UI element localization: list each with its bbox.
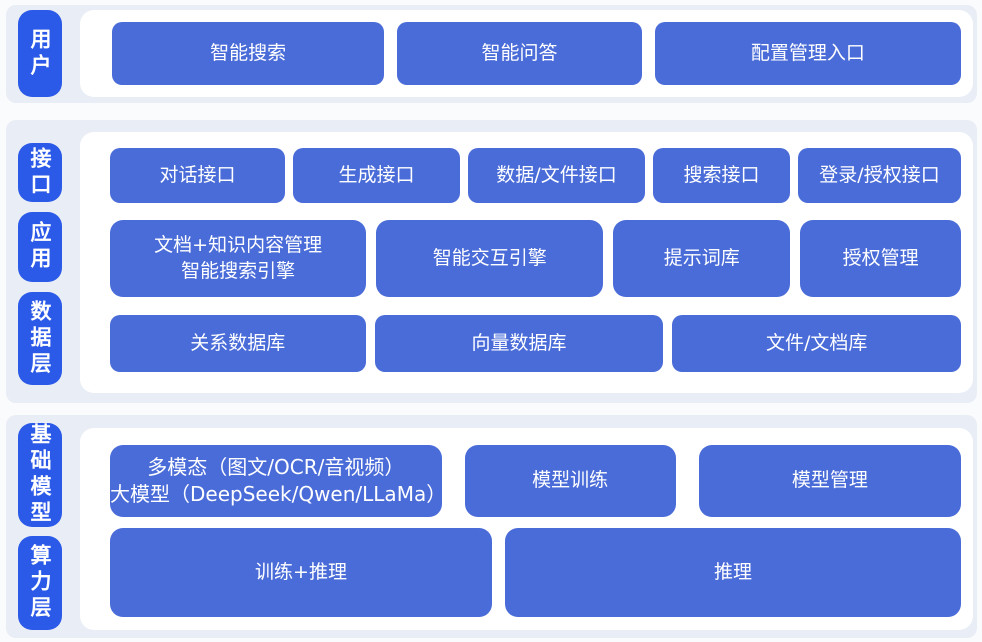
block-smart-search: 智能搜索 — [112, 22, 385, 85]
panel-user: 智能搜索 智能问答 配置管理入口 — [80, 10, 973, 97]
block-dialog-api: 对话接口 — [110, 148, 285, 203]
block-model-training: 模型训练 — [464, 445, 676, 517]
block-file-doc-store: 文件/文档库 — [672, 315, 961, 372]
panel-middle: 对话接口 生成接口 数据/文件接口 搜索接口 登录/授权接口 文档+知识内容管理… — [80, 132, 973, 393]
band-interface-app-data: 接口 应用 数据层 对话接口 生成接口 数据/文件接口 搜索接口 登录/授权接口… — [6, 120, 977, 403]
rail-label-data-layer: 数据层 — [18, 292, 62, 385]
block-generation-api: 生成接口 — [293, 148, 460, 203]
block-interaction-engine: 智能交互引擎 — [376, 220, 604, 297]
rail-label-interface: 接口 — [18, 143, 62, 202]
block-doc-knowledge-search-engine: 文档+知识内容管理 智能搜索引擎 — [110, 220, 367, 297]
rail-label-application: 应用 — [18, 212, 62, 282]
rail-label-compute-layer: 算力层 — [18, 536, 62, 630]
row-compute: 训练+推理 推理 — [110, 528, 961, 617]
rail-label-foundation-model: 基础模型 — [18, 423, 62, 527]
band-user-layer: 用户 智能搜索 智能问答 配置管理入口 — [6, 5, 977, 103]
block-inference: 推理 — [505, 528, 961, 617]
block-smart-qa: 智能问答 — [397, 22, 642, 85]
rail-user: 用户 — [18, 5, 62, 103]
block-model-management: 模型管理 — [698, 445, 961, 517]
block-config-management-entry: 配置管理入口 — [654, 22, 961, 85]
block-multimodal-llm: 多模态（图文/OCR/音视频） 大模型（DeepSeek/Qwen/LLaMa） — [110, 445, 446, 517]
row-interfaces: 对话接口 生成接口 数据/文件接口 搜索接口 登录/授权接口 — [110, 148, 961, 203]
block-data-file-api: 数据/文件接口 — [468, 148, 645, 203]
row-models: 多模态（图文/OCR/音视频） 大模型（DeepSeek/Qwen/LLaMa）… — [110, 445, 961, 517]
panel-bottom: 多模态（图文/OCR/音视频） 大模型（DeepSeek/Qwen/LLaMa）… — [80, 428, 973, 630]
block-auth-management: 授权管理 — [800, 220, 961, 297]
rail-label-user: 用户 — [18, 10, 62, 97]
block-training-inference: 训练+推理 — [110, 528, 492, 617]
block-search-api: 搜索接口 — [653, 148, 790, 203]
rail-bottom: 基础模型 算力层 — [18, 415, 62, 638]
block-relational-db: 关系数据库 — [110, 315, 366, 372]
row-user-entries: 智能搜索 智能问答 配置管理入口 — [112, 22, 961, 85]
rail-middle: 接口 应用 数据层 — [18, 120, 62, 403]
block-login-auth-api: 登录/授权接口 — [798, 148, 961, 203]
row-data-stores: 关系数据库 向量数据库 文件/文档库 — [110, 315, 961, 372]
row-applications: 文档+知识内容管理 智能搜索引擎 智能交互引擎 提示词库 授权管理 — [110, 220, 961, 297]
band-model-compute: 基础模型 算力层 多模态（图文/OCR/音视频） 大模型（DeepSeek/Qw… — [6, 415, 977, 638]
block-prompt-library: 提示词库 — [613, 220, 791, 297]
block-vector-db: 向量数据库 — [374, 315, 664, 372]
